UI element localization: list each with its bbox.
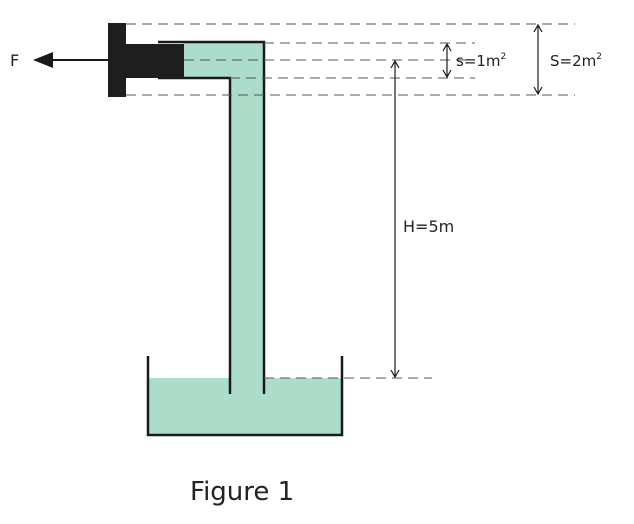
container-outline <box>146 356 344 437</box>
large-area-label: S=2m2 <box>550 52 602 70</box>
container-water <box>149 378 341 434</box>
tube-outer-wall <box>158 40 266 394</box>
height-label: H=5m <box>403 217 454 236</box>
small-area-label: s=1m2 <box>456 52 506 70</box>
piston-head <box>124 44 184 78</box>
piston-handle <box>108 23 126 97</box>
tube-water <box>183 43 263 378</box>
force-label: F <box>10 51 19 70</box>
tube-inner-wall <box>158 76 232 394</box>
reference-lines <box>126 23 575 379</box>
figure-caption: Figure 1 <box>190 477 294 507</box>
